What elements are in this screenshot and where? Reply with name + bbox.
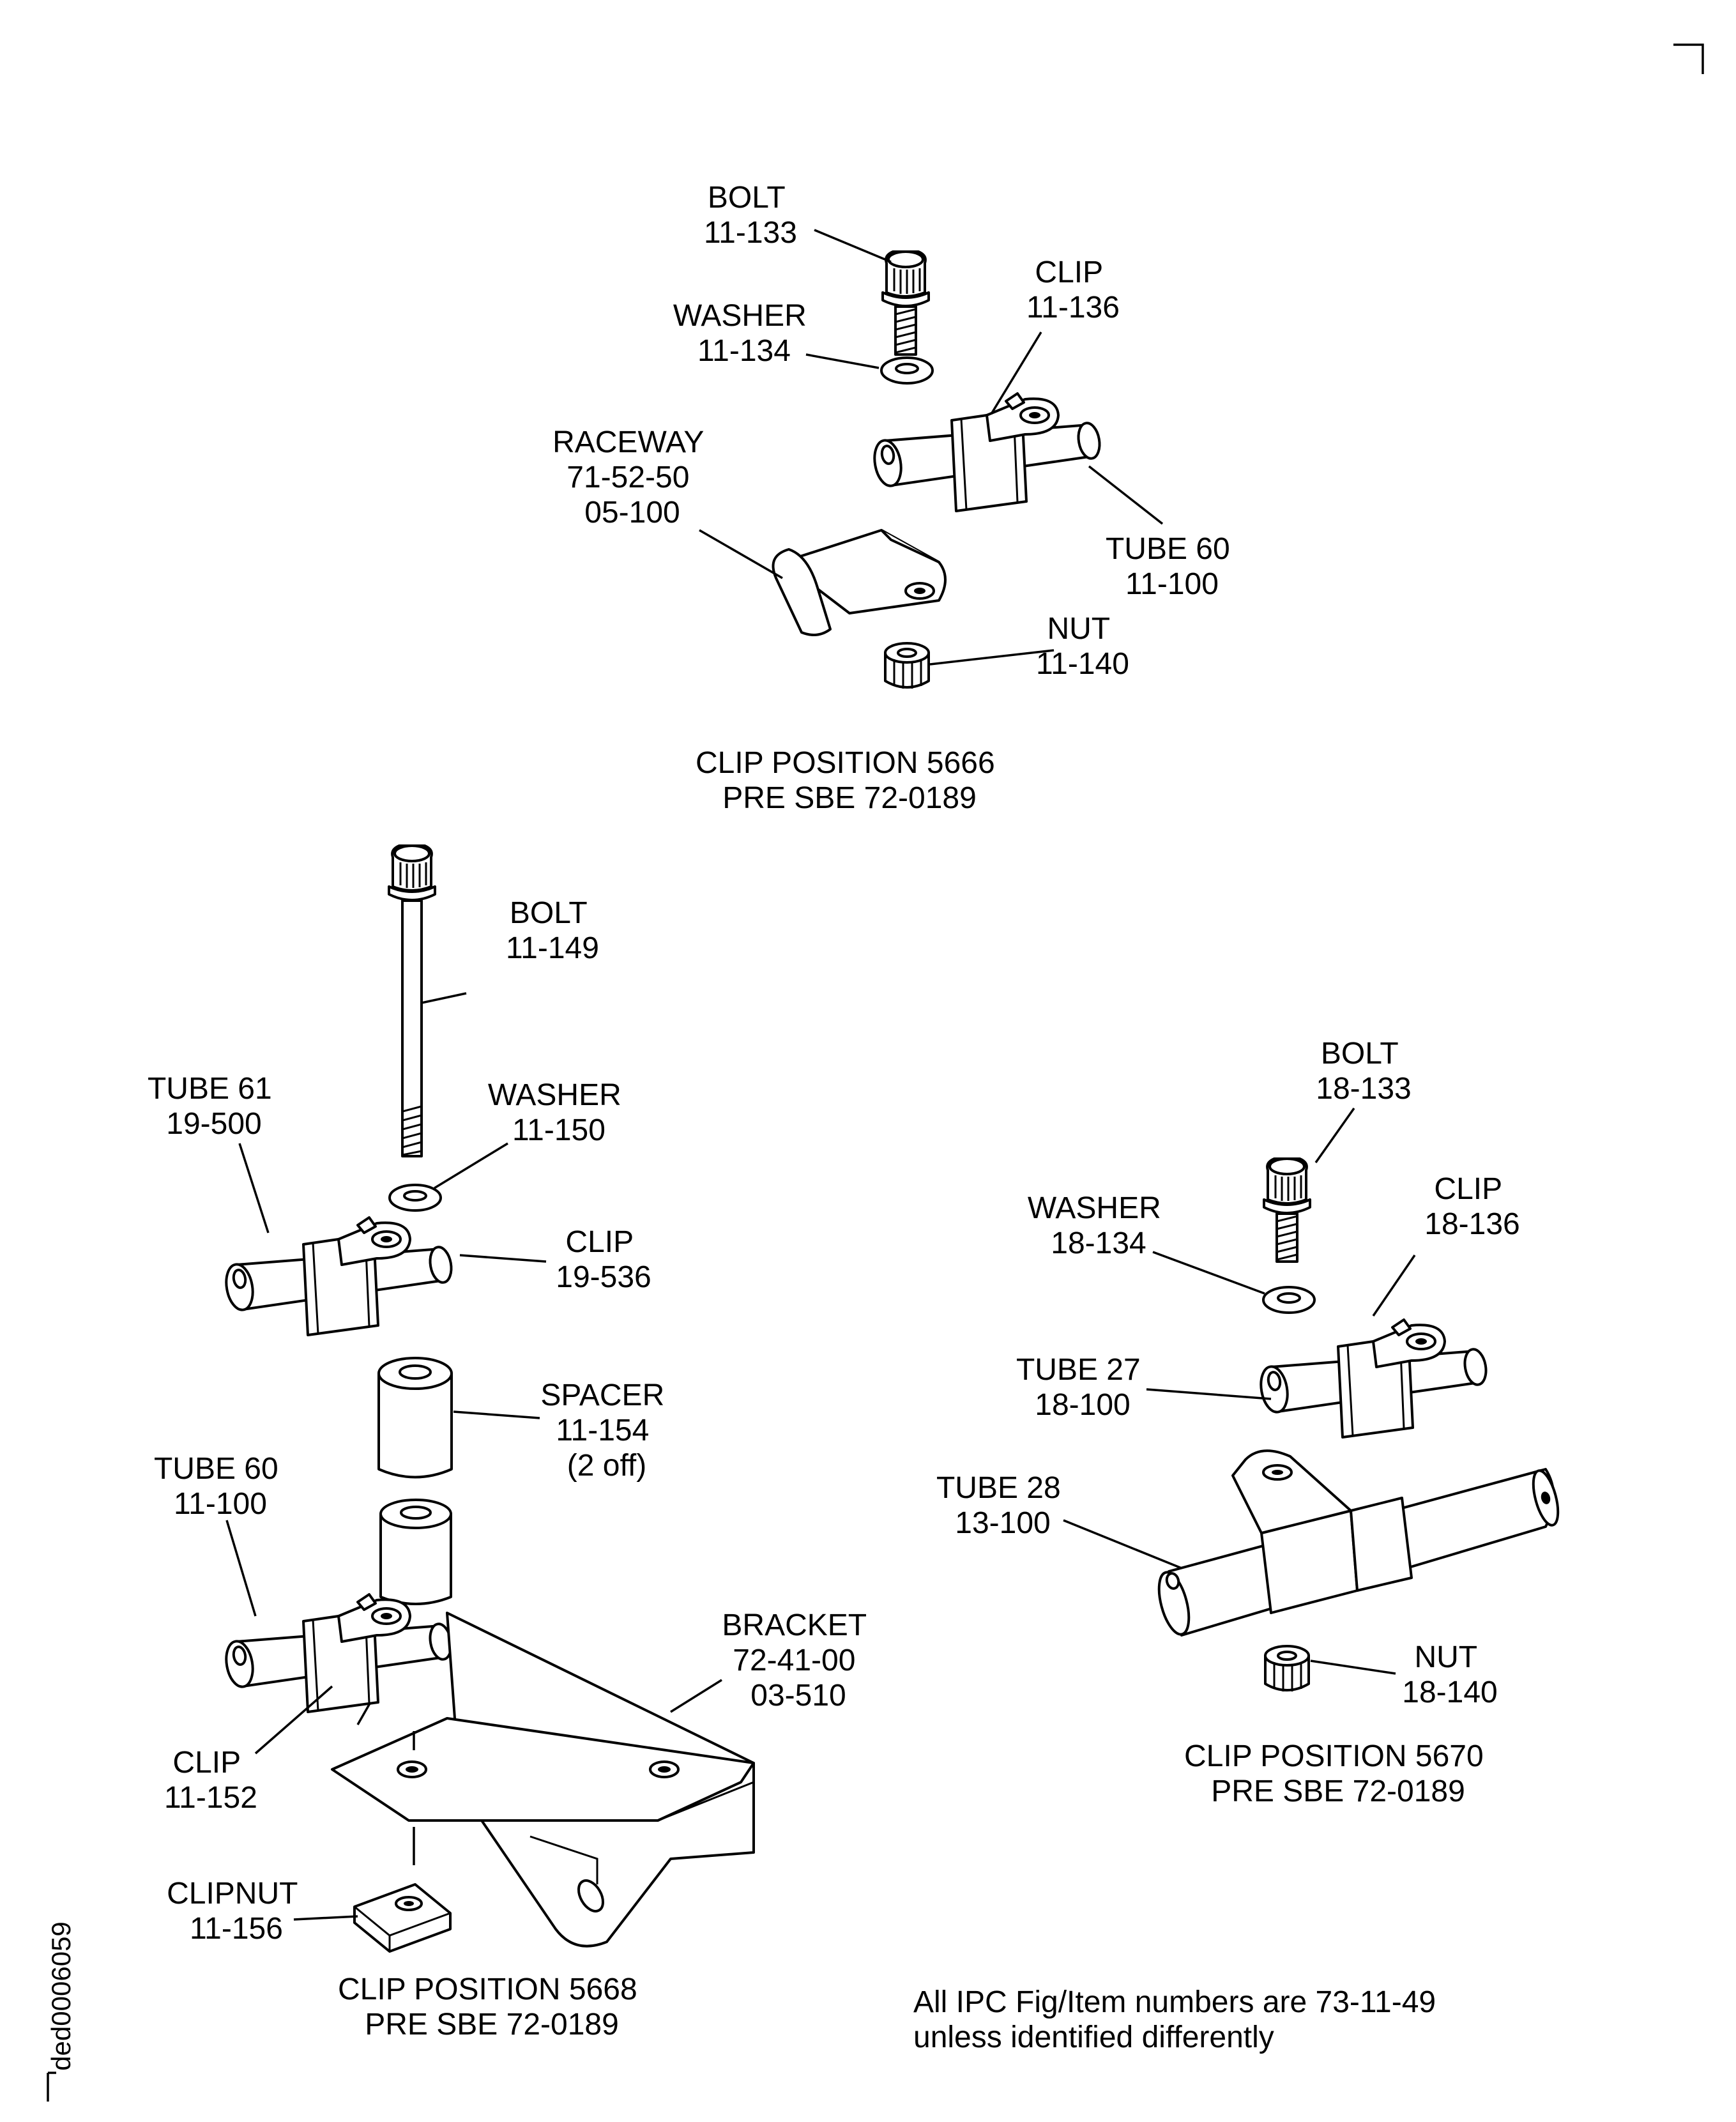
caption-5666: CLIP POSITION 5666 PRE SBE 72-0189 <box>696 746 1003 815</box>
spacer-upper-part <box>377 1357 453 1479</box>
drawing-id: ded0006059 <box>46 1921 76 2071</box>
spacer-lower-part <box>379 1499 452 1605</box>
caption-5670: CLIP POSITION 5670 PRE SBE 72-0189 <box>1184 1739 1492 1808</box>
view-clip-position-5670: BOLT 18-133 WASHER 18-134 CLIP 18-136 TU… <box>936 1037 1560 1808</box>
clipnut-part <box>353 1883 452 1953</box>
bracket-part <box>331 1612 755 1948</box>
bolt-11-133-part <box>881 250 930 307</box>
label-clip-5670: CLIP 18-136 <box>1424 1172 1519 1241</box>
label-clipnut: CLIPNUT 11-156 <box>167 1877 306 1946</box>
view-clip-position-5666: BOLT 11-133 WASHER 11-134 CLIP 11-136 RA… <box>552 181 1238 815</box>
nut-11-140-part <box>884 642 930 690</box>
id-bracket-mark <box>47 2072 56 2102</box>
label-bolt-5666: BOLT 11-133 <box>704 181 797 250</box>
label-tube28: TUBE 28 13-100 <box>936 1471 1069 1540</box>
clip-tube61-5668-part <box>222 1216 455 1336</box>
label-bracket: BRACKET 72-41-00 03-510 <box>722 1608 874 1713</box>
label-spacer: SPACER 11-154 (2 off) <box>540 1378 673 1483</box>
tube28-bracket-part <box>1157 1449 1560 1637</box>
bolt-11-149-shank <box>401 899 423 1157</box>
clip-tube60-5668-part <box>222 1593 455 1713</box>
caption-5668: CLIP POSITION 5668 PRE SBE 72-0189 <box>338 1973 646 2042</box>
label-bolt-5670: BOLT 18-133 <box>1316 1037 1411 1106</box>
label-tube60-5666: TUBE 60 11-100 <box>1106 532 1238 601</box>
label-clip-5666: CLIP 11-136 <box>1026 256 1120 324</box>
label-clip-11-152: CLIP 11-152 <box>164 1746 257 1815</box>
raceway-part <box>772 529 947 636</box>
label-bolt-5668: BOLT 11-149 <box>506 896 599 965</box>
bolt-18-133-part <box>1263 1157 1311 1214</box>
washer-11-150-part <box>388 1184 442 1212</box>
washer-18-134-part <box>1262 1286 1316 1314</box>
label-washer-5666: WASHER 11-134 <box>673 299 815 368</box>
corner-mark <box>1673 43 1704 74</box>
label-tube60-5668: TUBE 60 11-100 <box>154 1452 287 1521</box>
label-washer-5668: WASHER 11-150 <box>488 1078 630 1147</box>
label-washer-5670: WASHER 18-134 <box>1028 1191 1169 1260</box>
label-nut-5666: NUT 11-140 <box>1036 612 1129 681</box>
label-tube61: TUBE 61 19-500 <box>148 1072 280 1141</box>
washer-11-134-part <box>880 356 934 385</box>
label-clip-19-536: CLIP 19-536 <box>556 1225 651 1294</box>
general-note: All IPC Fig/Item numbers are 73-11-49 un… <box>913 1985 1444 2054</box>
label-raceway: RACEWAY 71-52-50 05-100 <box>552 425 712 530</box>
view-clip-position-5668: BOLT 11-149 TUBE 61 19-500 WASHER 11-150… <box>148 844 874 2042</box>
label-nut-5670: NUT 18-140 <box>1402 1640 1497 1709</box>
clip-tube27-5670-part <box>1256 1318 1490 1439</box>
clip-tube-5666-part <box>870 392 1104 512</box>
nut-18-140-part <box>1264 1645 1310 1693</box>
bolt-11-149-part <box>388 844 436 901</box>
label-tube27: TUBE 27 18-100 <box>1016 1353 1149 1422</box>
